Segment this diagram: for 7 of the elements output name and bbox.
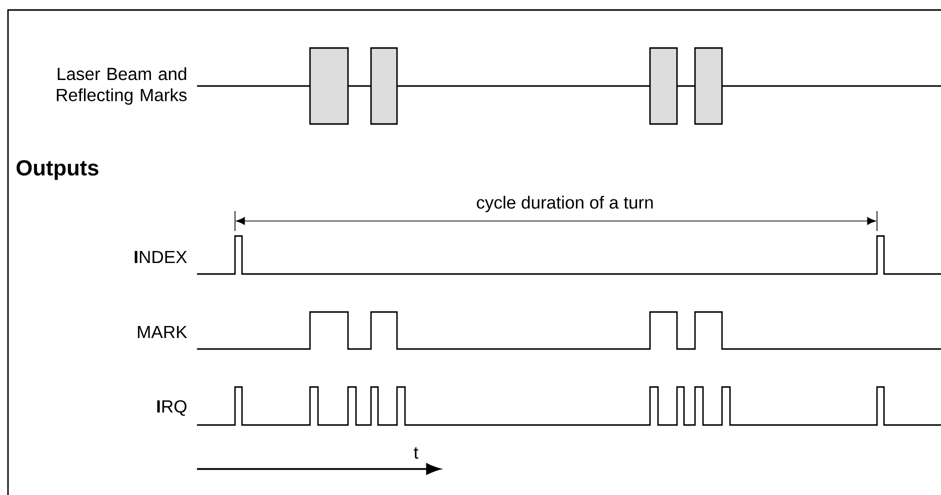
- signal-label: INDEX: [134, 250, 187, 264]
- section-heading: Outputs: [16, 160, 98, 180]
- signal-label: Laser Beam and Reflecting Marks: [56, 67, 187, 105]
- signal-label: MARK: [138, 326, 188, 338]
- signal-label: IRQ: [157, 400, 186, 416]
- dimension-label: cycle duration of a turn: [476, 196, 653, 212]
- axis-label: t: [414, 447, 418, 459]
